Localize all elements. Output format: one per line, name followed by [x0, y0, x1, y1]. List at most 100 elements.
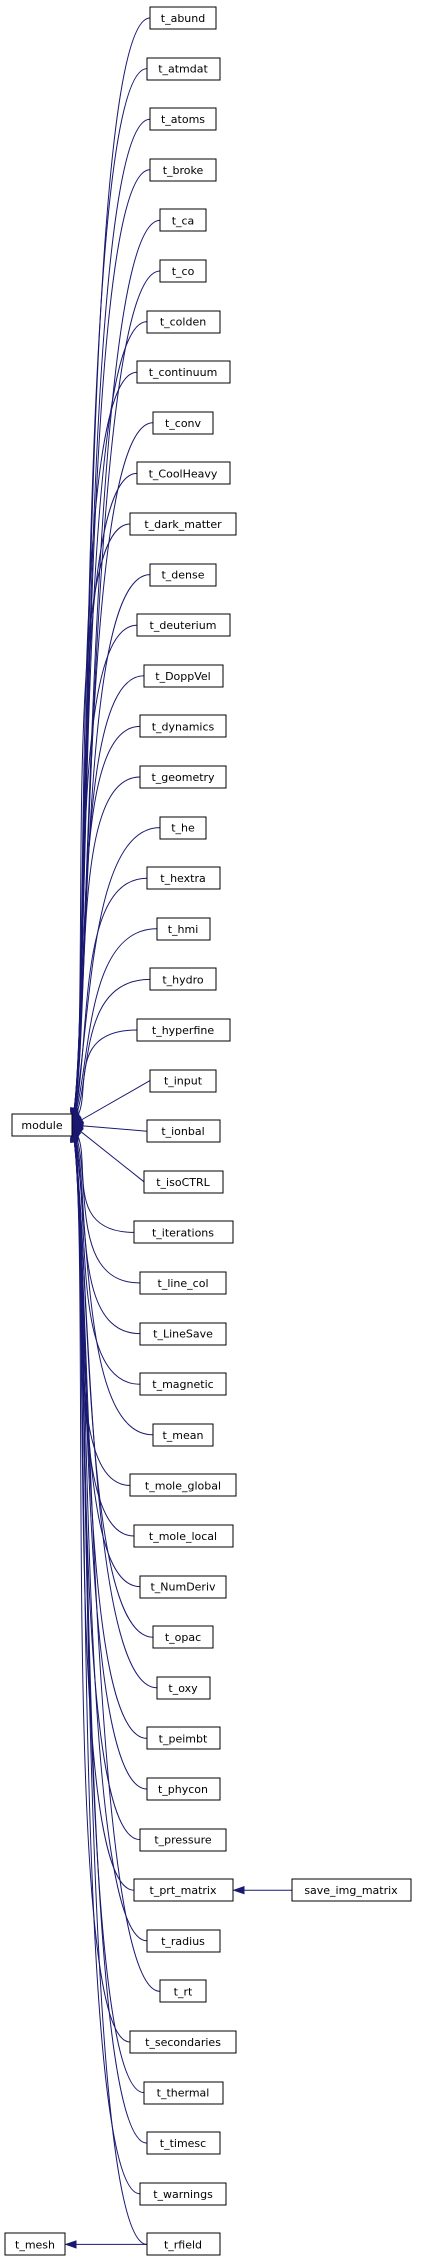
- node-t-ca[interactable]: t_ca: [159, 208, 207, 232]
- node-label: t_rfield: [164, 2238, 202, 2251]
- node-t-he[interactable]: t_he: [159, 816, 207, 840]
- node-box: [143, 2081, 224, 2105]
- edge-line: [81, 1080, 151, 1121]
- node-t-abund[interactable]: t_abund: [149, 6, 217, 30]
- node-box: [143, 1170, 224, 1194]
- node-box: [139, 765, 227, 789]
- node-t-opac[interactable]: t_opac: [152, 1625, 214, 1649]
- node-label: t_hmi: [168, 923, 199, 936]
- node-t-hyperfine[interactable]: t_hyperfine: [136, 1018, 231, 1042]
- node-box: [139, 1322, 227, 1346]
- node-t-peimbt[interactable]: t_peimbt: [146, 1726, 221, 1750]
- node-box: [159, 259, 207, 283]
- edge-line: [73, 523, 131, 1112]
- node-label: t_DoppVel: [155, 670, 210, 683]
- node-t-iterations[interactable]: t_iterations: [133, 1220, 234, 1244]
- edge-t-rfield-to-t-mesh: [64, 2240, 147, 2249]
- node-label: t_atoms: [161, 113, 205, 126]
- node-t-mole-global[interactable]: t_mole_global: [129, 1473, 237, 1497]
- node-t-radius[interactable]: t_radius: [146, 1929, 221, 1953]
- node-t-atoms[interactable]: t_atoms: [149, 107, 217, 131]
- node-label: t_he: [171, 822, 195, 835]
- node-t-conv[interactable]: t_conv: [152, 411, 214, 435]
- node-t-hmi[interactable]: t_hmi: [156, 917, 211, 941]
- node-module[interactable]: module: [11, 1113, 73, 1137]
- node-t-hextra[interactable]: t_hextra: [146, 866, 221, 890]
- node-box: [133, 1524, 234, 1548]
- edge-line: [82, 1125, 148, 1132]
- node-t-deuterium[interactable]: t_deuterium: [136, 613, 231, 637]
- node-label: t_peimbt: [159, 1732, 208, 1745]
- node-t-dark-matter[interactable]: t_dark_matter: [129, 512, 237, 536]
- node-t-prt-matrix[interactable]: t_prt_matrix: [133, 1878, 234, 1902]
- node-t-colden[interactable]: t_colden: [146, 310, 221, 334]
- node-t-numderiv[interactable]: t_NumDeriv: [139, 1575, 227, 1599]
- node-box: [152, 1423, 214, 1447]
- node-box: [139, 1271, 227, 1295]
- node-t-pressure[interactable]: t_pressure: [139, 1828, 227, 1852]
- node-label: t_deuterium: [150, 619, 217, 632]
- node-t-magnetic[interactable]: t_magnetic: [139, 1372, 227, 1396]
- diagram-edges: [64, 17, 292, 2249]
- node-t-mean[interactable]: t_mean: [152, 1423, 214, 1447]
- node-t-rt[interactable]: t_rt: [159, 1979, 207, 2003]
- node-t-atmdat[interactable]: t_atmdat: [146, 57, 221, 81]
- edge-line: [73, 68, 148, 1109]
- node-t-co[interactable]: t_co: [159, 259, 207, 283]
- node-t-thermal[interactable]: t_thermal: [143, 2081, 224, 2105]
- node-t-line-col[interactable]: t_line_col: [139, 1271, 227, 1295]
- node-t-oxy[interactable]: t_oxy: [156, 1676, 211, 1700]
- node-t-rfield[interactable]: t_rfield: [146, 2232, 221, 2256]
- edge-t-input-to-module: [71, 1080, 151, 1126]
- node-t-continuum[interactable]: t_continuum: [136, 360, 231, 384]
- arrowhead: [70, 1130, 79, 1143]
- node-label: t_broke: [163, 164, 204, 177]
- edge-t-ionbal-to-module: [71, 1121, 148, 1132]
- node-t-warnings[interactable]: t_warnings: [139, 2182, 227, 2206]
- node-box: [133, 1220, 234, 1244]
- node-t-isoctrl[interactable]: t_isoCTRL: [143, 1170, 224, 1194]
- node-label: t_prt_matrix: [150, 1884, 217, 1897]
- node-t-dynamics[interactable]: t_dynamics: [139, 714, 227, 738]
- node-save-img-matrix[interactable]: save_img_matrix: [291, 1878, 412, 1902]
- node-label: t_atmdat: [158, 63, 208, 76]
- node-t-geometry[interactable]: t_geometry: [139, 765, 227, 789]
- node-label: module: [21, 1119, 62, 1132]
- edge-line: [74, 1135, 141, 1335]
- node-t-coolheavy[interactable]: t_CoolHeavy: [136, 461, 231, 485]
- node-box: [156, 917, 211, 941]
- node-t-phycon[interactable]: t_phycon: [146, 1777, 221, 1801]
- node-box: [146, 1726, 221, 1750]
- node-t-ionbal[interactable]: t_ionbal: [146, 1119, 221, 1143]
- node-box: [152, 411, 214, 435]
- node-t-mole-local[interactable]: t_mole_local: [133, 1524, 234, 1548]
- node-t-secondaries[interactable]: t_secondaries: [129, 2030, 237, 2054]
- node-label: t_hextra: [160, 872, 205, 885]
- node-label: t_isoCTRL: [156, 1176, 210, 1189]
- node-t-broke[interactable]: t_broke: [149, 158, 217, 182]
- node-t-hydro[interactable]: t_hydro: [149, 967, 217, 991]
- node-box: [139, 1828, 227, 1852]
- node-box: [129, 2030, 237, 2054]
- node-t-mesh[interactable]: t_mesh: [4, 2232, 66, 2256]
- node-label: t_magnetic: [152, 1378, 213, 1391]
- node-label: t_continuum: [149, 366, 218, 379]
- edge-line: [73, 169, 151, 1110]
- edge-line: [73, 776, 141, 1114]
- node-box: [146, 310, 221, 334]
- node-t-input[interactable]: t_input: [149, 1069, 217, 1093]
- node-box: [146, 1929, 221, 1953]
- node-label: t_NumDeriv: [150, 1581, 216, 1594]
- node-box: [146, 866, 221, 890]
- node-t-doppvel[interactable]: t_DoppVel: [143, 664, 224, 688]
- node-label: t_timesc: [160, 2137, 206, 2150]
- node-label: t_input: [164, 1075, 203, 1088]
- node-t-linesave[interactable]: t_LineSave: [139, 1322, 227, 1346]
- node-label: t_ionbal: [161, 1125, 204, 1138]
- edge-line: [73, 1138, 158, 1689]
- node-t-timesc[interactable]: t_timesc: [146, 2131, 221, 2155]
- node-box: [146, 1119, 221, 1143]
- node-t-dense[interactable]: t_dense: [149, 563, 217, 587]
- node-label: t_mole_local: [149, 1530, 217, 1543]
